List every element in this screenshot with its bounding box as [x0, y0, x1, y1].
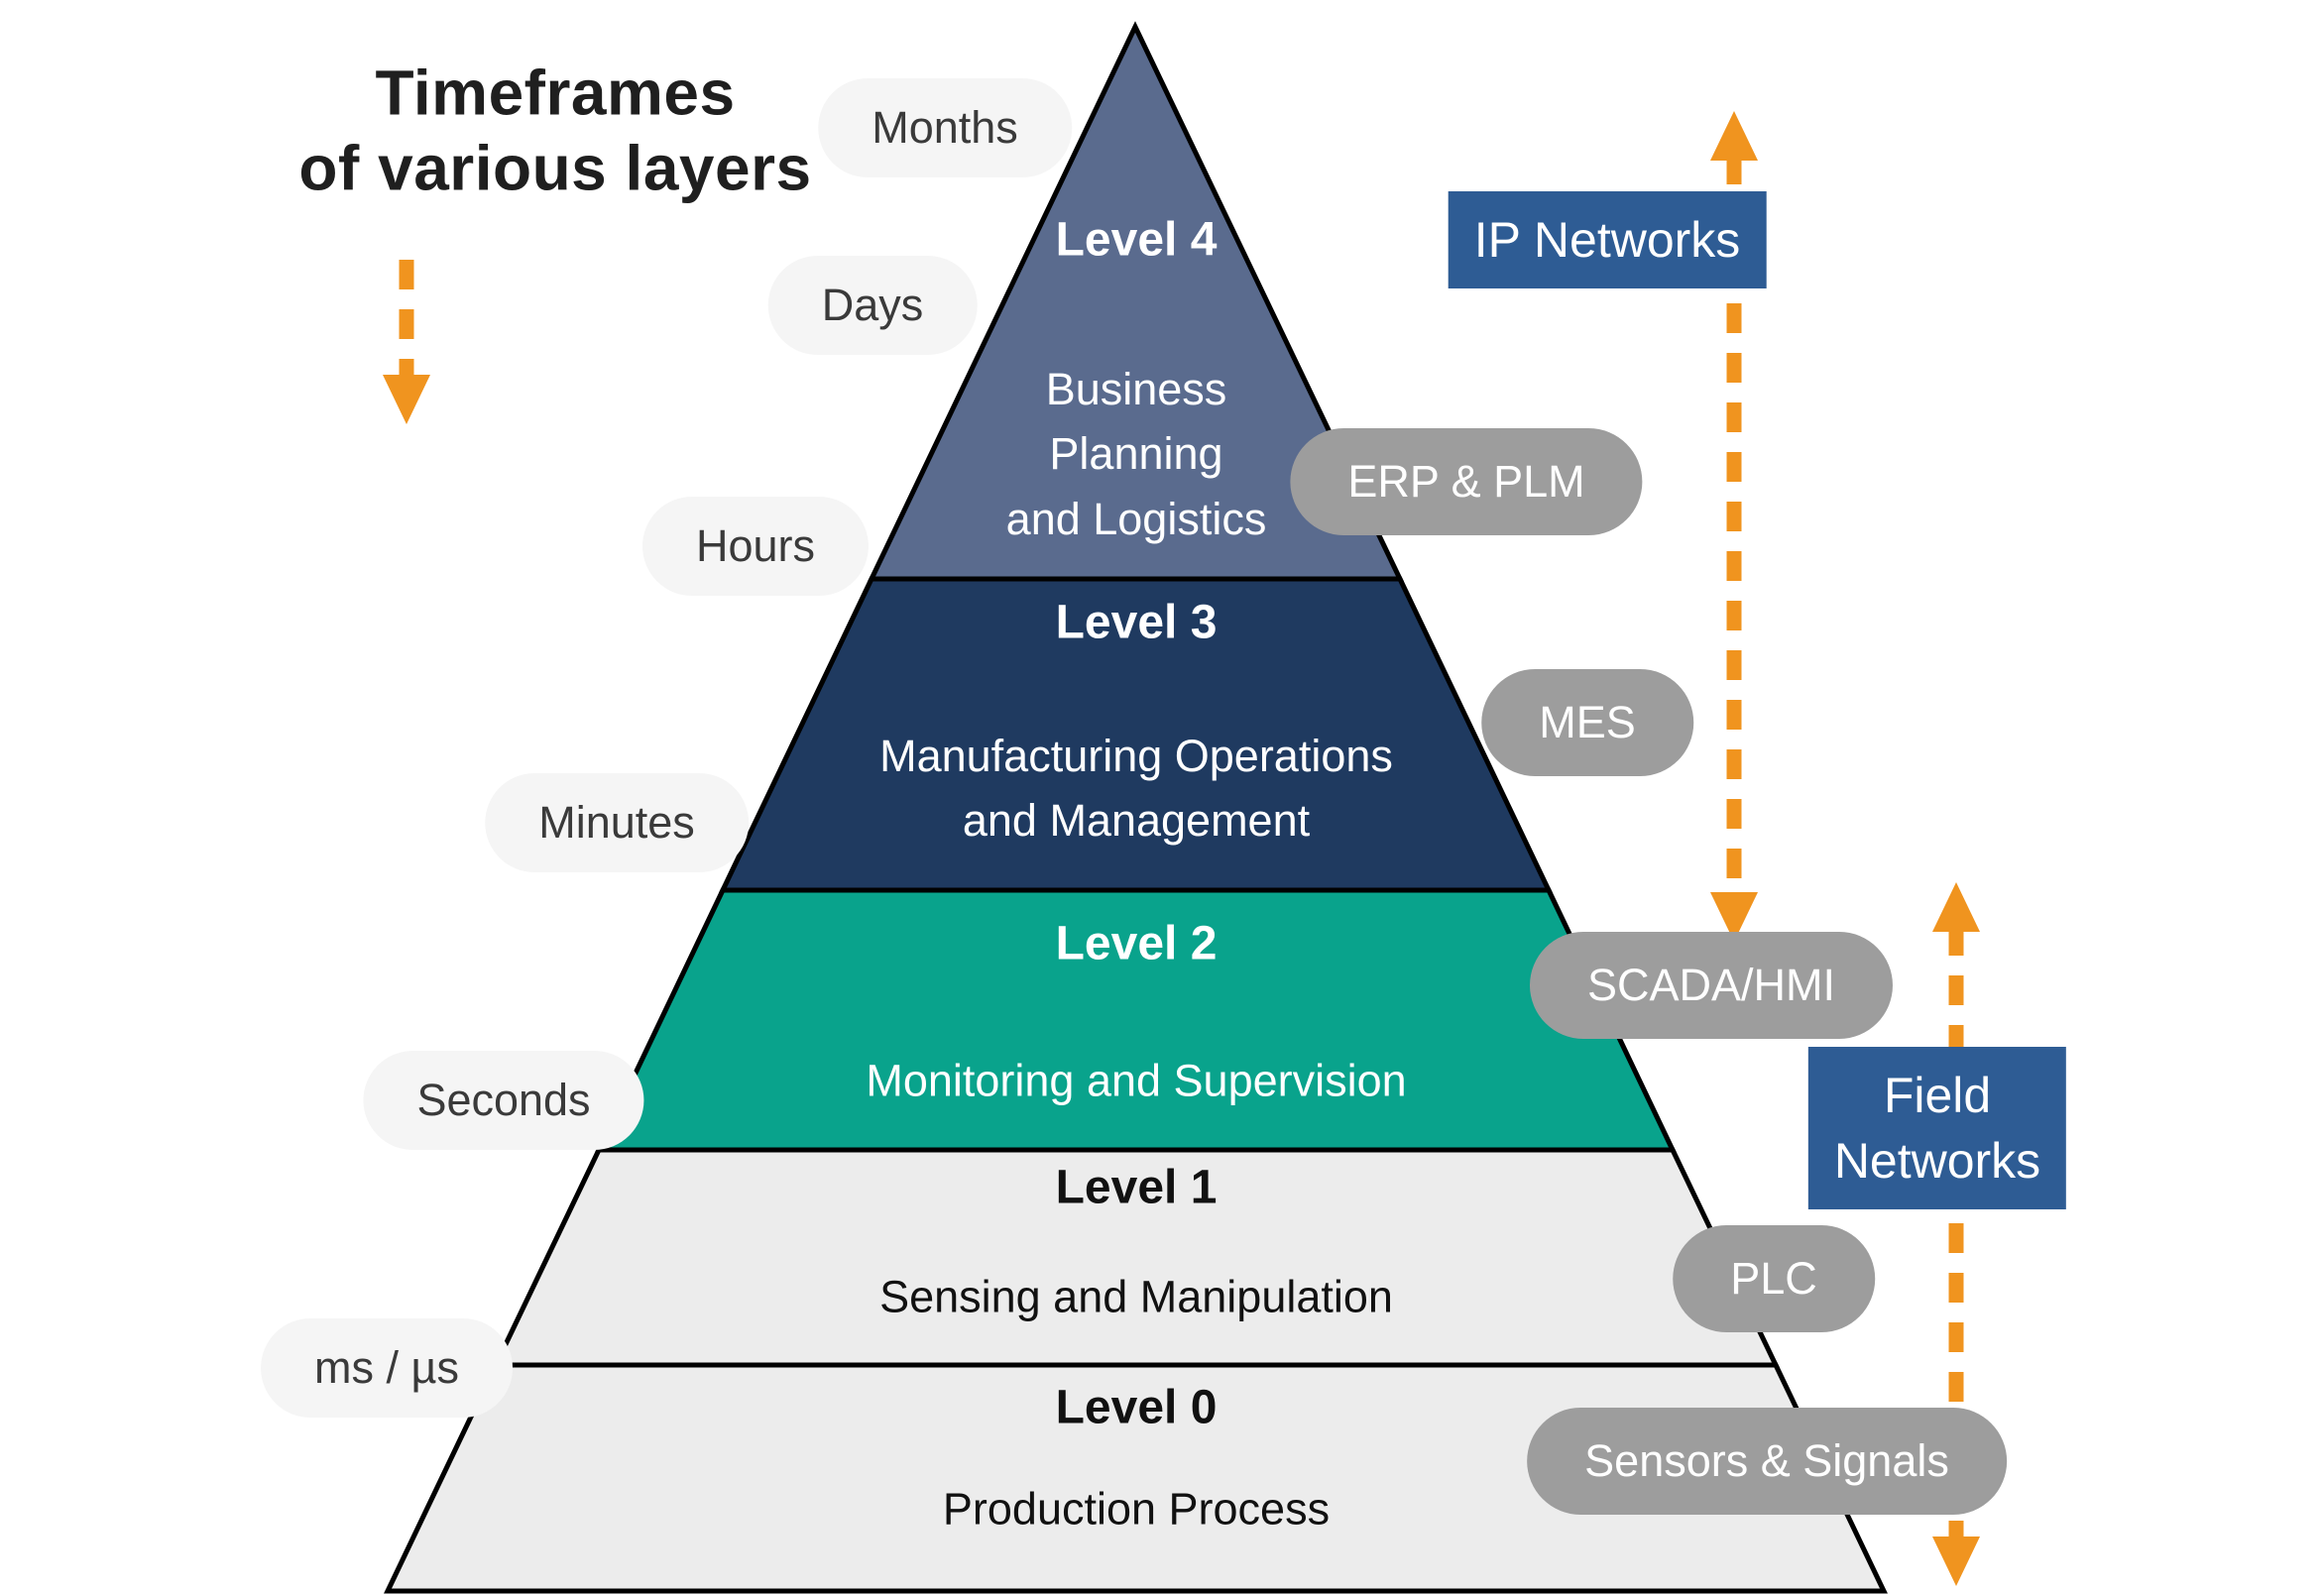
system-plc: PLC	[1673, 1225, 1875, 1332]
level0-name: Level 0	[1055, 1381, 1218, 1434]
timeframe-hours: Hours	[641, 497, 870, 596]
system-erp-plm: ERP & PLM	[1290, 428, 1643, 535]
timeframe-seconds: Seconds	[363, 1051, 644, 1150]
level0-description: Production Process	[942, 1483, 1331, 1535]
level1-name: Level 1	[1055, 1161, 1218, 1214]
pyramid-level0-shape	[384, 1362, 1888, 1594]
level2-name: Level 2	[1055, 917, 1218, 970]
ip-networks-label: IP Networks	[1448, 191, 1767, 288]
timeframe-direction-arrow-icon	[383, 260, 430, 424]
level3-name: Level 3	[1055, 596, 1218, 649]
diagram-title: Timeframes of various layers	[298, 57, 812, 203]
system-sensors-signals: Sensors & Signals	[1527, 1408, 2007, 1515]
level4-description: Business Planning and Logistics	[1005, 364, 1267, 544]
timeframe-ms-us: ms / µs	[261, 1318, 513, 1418]
level1-description: Sensing and Manipulation	[879, 1271, 1393, 1322]
timeframe-minutes: Minutes	[485, 773, 749, 872]
timeframe-months: Months	[818, 78, 1072, 177]
field-networks-label: Field Networks	[1807, 1047, 2067, 1209]
timeframe-days: Days	[767, 256, 978, 355]
system-mes: MES	[1481, 669, 1693, 776]
level3-description: Manufacturing Operations and Management	[879, 730, 1393, 846]
level2-description: Monitoring and Supervision	[866, 1055, 1407, 1106]
system-scada-hmi: SCADA/HMI	[1529, 932, 1894, 1039]
level4-name: Level 4	[1055, 213, 1218, 267]
